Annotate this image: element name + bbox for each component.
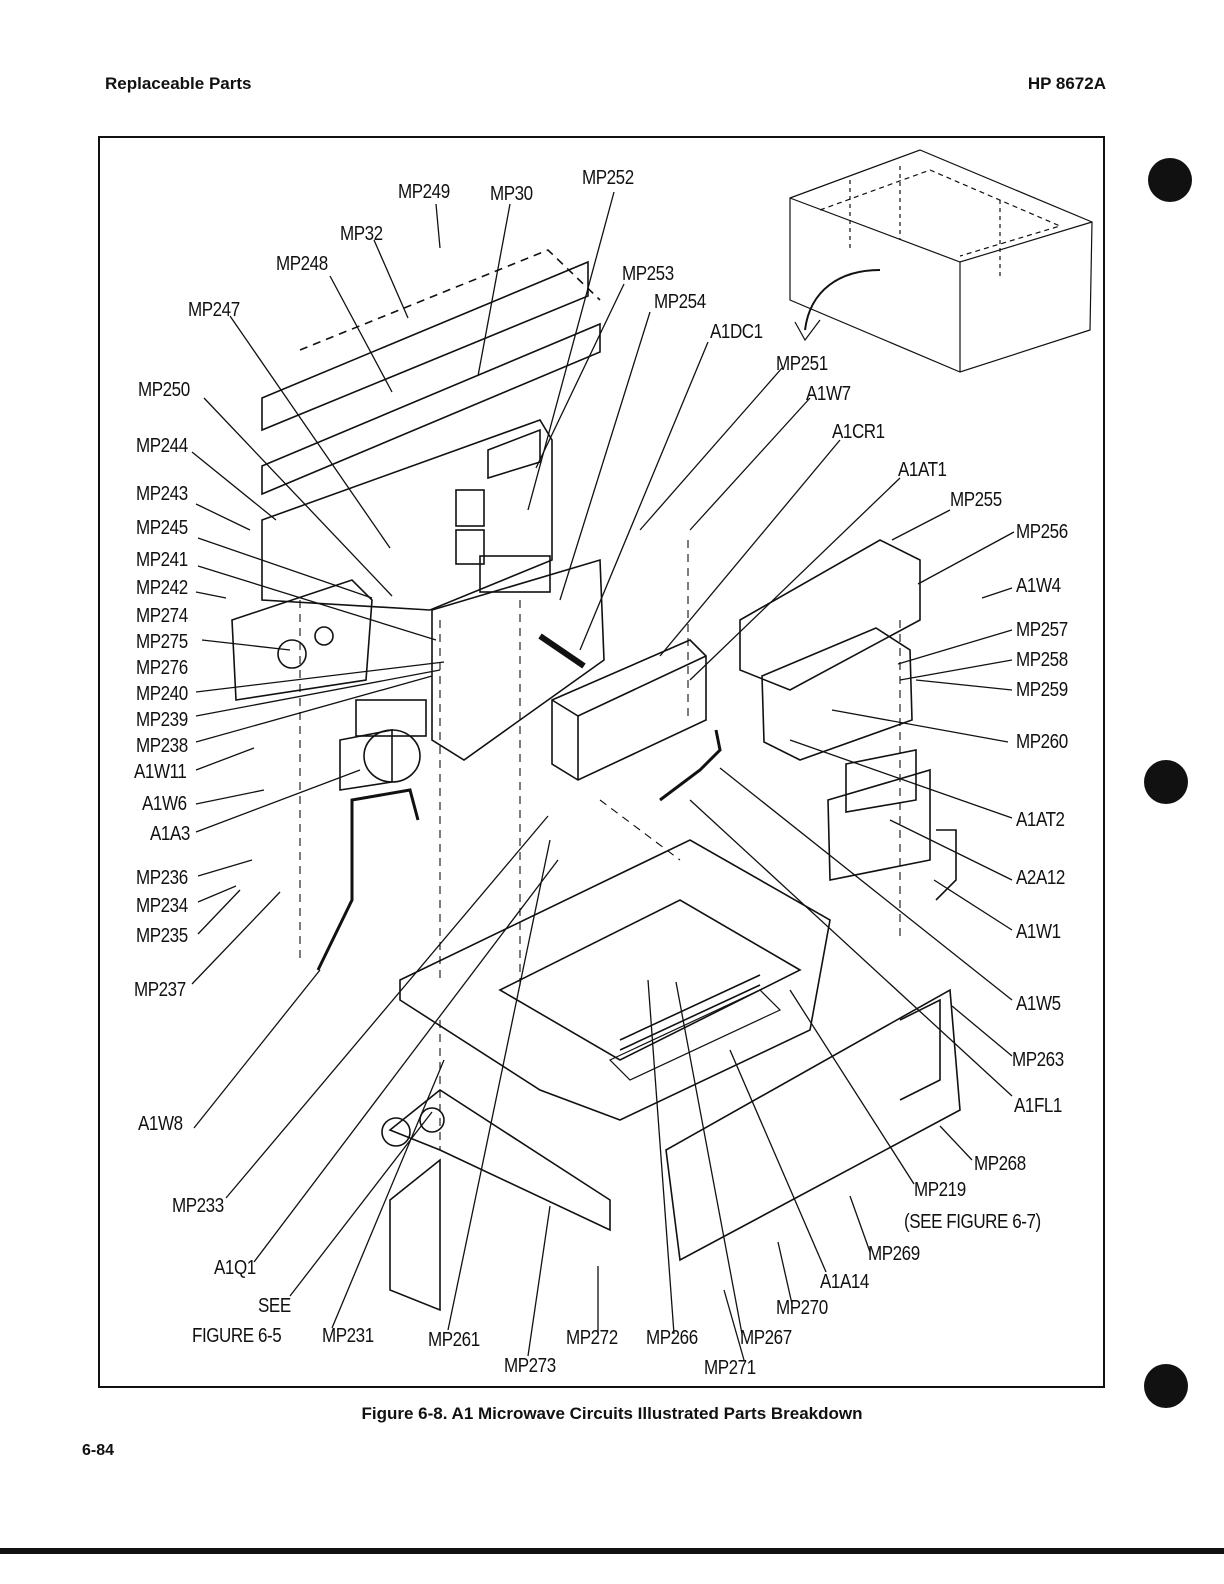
callout-mp259: MP259 xyxy=(1016,679,1068,701)
callout-mp253: MP253 xyxy=(622,263,674,285)
rear-plate xyxy=(261,419,553,611)
callout-mp266: MP266 xyxy=(646,1327,698,1349)
page-number: 6-84 xyxy=(82,1442,115,1459)
callout-mp258: MP258 xyxy=(1016,649,1068,671)
callout-a1a14: A1A14 xyxy=(820,1271,869,1293)
binder-hole-bottom xyxy=(1144,1364,1188,1408)
callout-mp260: MP260 xyxy=(1016,731,1068,753)
side-plate xyxy=(665,988,961,1262)
assembly-lines xyxy=(299,540,901,1150)
callout-mp234: MP234 xyxy=(136,895,188,917)
callout-a2a12: A2A12 xyxy=(1016,867,1065,889)
callout-a1w7: A1W7 xyxy=(806,383,851,405)
callout-a1w5: A1W5 xyxy=(1016,993,1061,1015)
model-number: HP 8672A xyxy=(1027,74,1106,93)
callout-a1cr1: A1CR1 xyxy=(832,421,885,443)
callout-mp30: MP30 xyxy=(490,183,533,205)
callout-mp255: MP255 xyxy=(950,489,1002,511)
callout-mp273: MP273 xyxy=(504,1355,556,1377)
binder-hole-top xyxy=(1148,158,1192,202)
callout-mp245: MP245 xyxy=(136,517,188,539)
top-rails xyxy=(261,249,601,496)
callout-mp267: MP267 xyxy=(740,1327,792,1349)
callout-a1a3: A1A3 xyxy=(150,823,190,845)
callout-mp254: MP254 xyxy=(654,291,706,313)
callout-mp248: MP248 xyxy=(276,253,328,275)
motor-assembly xyxy=(339,699,427,791)
cover-box xyxy=(739,539,921,761)
callout-a1fl1: A1FL1 xyxy=(1014,1095,1062,1117)
callout-mp219: MP219 xyxy=(914,1179,966,1201)
center-deck xyxy=(431,555,605,761)
callout-mp241: MP241 xyxy=(136,549,188,571)
callout-see-figure-6-7: (SEE FIGURE 6-7) xyxy=(904,1211,1041,1233)
cable-a1w5 xyxy=(659,729,722,802)
callout-a1at2: A1AT2 xyxy=(1016,809,1065,831)
callout-mp239: MP239 xyxy=(136,709,188,731)
callout-mp32: MP32 xyxy=(340,223,383,245)
callout-a1dc1: A1DC1 xyxy=(710,321,763,343)
callout-mp261: MP261 xyxy=(428,1329,480,1351)
binder-hole-middle xyxy=(1144,760,1188,804)
callout-mp276: MP276 xyxy=(136,657,188,679)
figure-caption: Figure 6-8. A1 Microwave Circuits Illust… xyxy=(361,1404,863,1423)
callout-mp244: MP244 xyxy=(136,435,188,457)
callout-mp240: MP240 xyxy=(136,683,188,705)
front-bracket xyxy=(381,1089,611,1312)
callout-figure-6-5: FIGURE 6-5 xyxy=(192,1325,282,1347)
callout-mp274: MP274 xyxy=(136,605,188,627)
callout-mp250: MP250 xyxy=(138,379,190,401)
callout-mp242: MP242 xyxy=(136,577,188,599)
callout-mp238: MP238 xyxy=(136,735,188,757)
section-title: Replaceable Parts xyxy=(105,74,252,93)
callout-mp231: MP231 xyxy=(322,1325,374,1347)
callout-mp247: MP247 xyxy=(188,299,240,321)
bottom-rule xyxy=(0,1548,1224,1554)
callout-mp269: MP269 xyxy=(868,1243,920,1265)
cable-a1w8 xyxy=(316,788,420,971)
callout-a1w8: A1W8 xyxy=(138,1113,183,1135)
callout-mp272: MP272 xyxy=(566,1327,618,1349)
callout-mp252: MP252 xyxy=(582,167,634,189)
callout-mp275: MP275 xyxy=(136,631,188,653)
callout-see: SEE xyxy=(258,1295,291,1317)
callout-mp237: MP237 xyxy=(134,979,186,1001)
callout-mp249: MP249 xyxy=(398,181,450,203)
callout-mp243: MP243 xyxy=(136,483,188,505)
chassis-inset xyxy=(789,149,1093,373)
figure-frame xyxy=(98,136,1105,1388)
callout-a1w11: A1W11 xyxy=(134,761,187,783)
callout-a1q1: A1Q1 xyxy=(214,1257,256,1279)
callout-mp233: MP233 xyxy=(172,1195,224,1217)
callout-a1w6: A1W6 xyxy=(142,793,187,815)
callout-a1w1: A1W1 xyxy=(1016,921,1061,943)
a2a12-board xyxy=(827,749,957,901)
callout-mp236: MP236 xyxy=(136,867,188,889)
callout-mp271: MP271 xyxy=(704,1357,756,1379)
leader-lines xyxy=(191,191,1015,1361)
callout-mp235: MP235 xyxy=(136,925,188,947)
callout-mp257: MP257 xyxy=(1016,619,1068,641)
callout-mp251: MP251 xyxy=(776,353,828,375)
bottom-deck xyxy=(399,839,831,1121)
callout-a1w4: A1W4 xyxy=(1016,575,1061,597)
callout-a1at1: A1AT1 xyxy=(898,459,947,481)
callout-mp263: MP263 xyxy=(1012,1049,1064,1071)
a1at1-housing xyxy=(551,639,707,781)
callout-mp268: MP268 xyxy=(974,1153,1026,1175)
callout-mp256: MP256 xyxy=(1016,521,1068,543)
callout-mp270: MP270 xyxy=(776,1297,828,1319)
